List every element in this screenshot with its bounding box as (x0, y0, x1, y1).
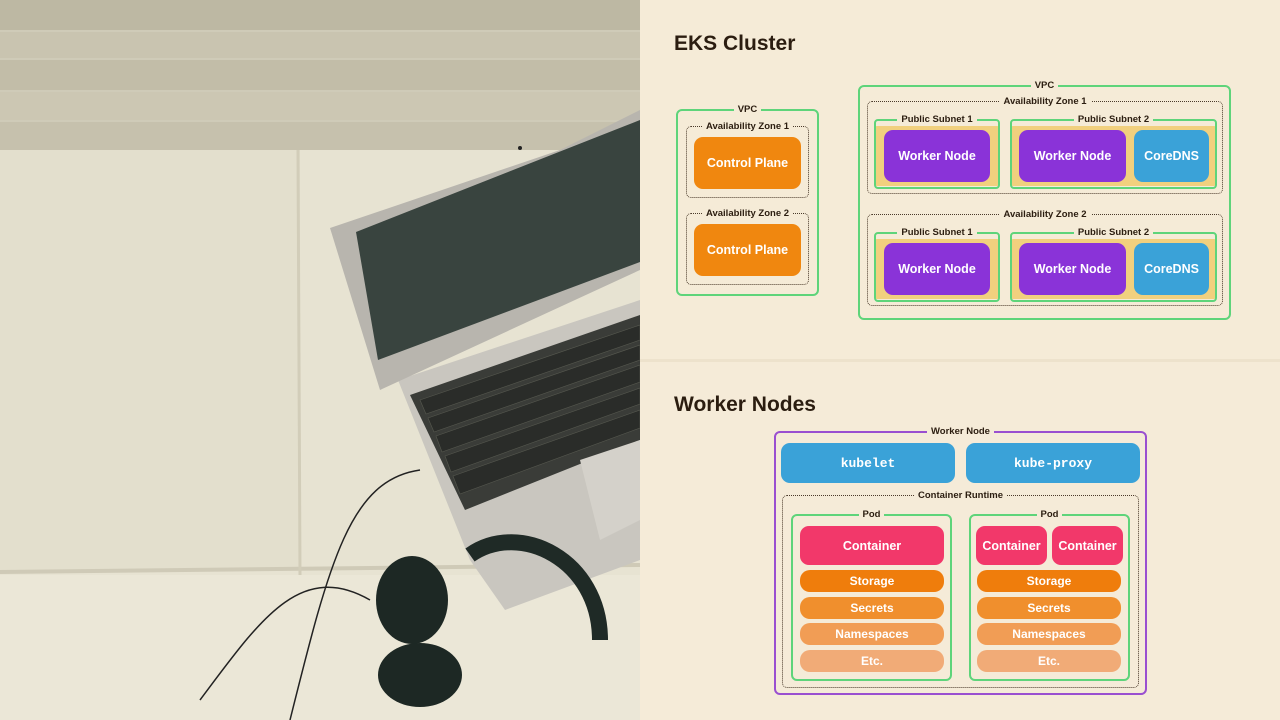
secrets-item: Secrets (800, 597, 944, 619)
etc-item: Etc. (800, 650, 944, 672)
namespaces-item: Namespaces (800, 623, 944, 645)
data-az2: Availability Zone 2 (867, 209, 1223, 306)
subnet-label: Public Subnet 2 (1073, 114, 1154, 125)
eks-cluster-title: EKS Cluster (674, 32, 796, 55)
container-box: Container (976, 526, 1047, 565)
coredns-node: CoreDNS (1134, 130, 1209, 182)
container-box: Container (1052, 526, 1123, 565)
subnet-label: Public Subnet 2 (1073, 227, 1154, 238)
worker-node-box: Worker Node (774, 426, 1147, 695)
data-az1-subnet1: Public Subnet 1 (874, 114, 1000, 189)
pod-box: Pod (969, 509, 1130, 681)
control-plane-node: Control Plane (694, 224, 801, 276)
control-vpc: VPC (676, 104, 819, 296)
worker-nodes-panel (640, 362, 1280, 720)
container-runtime-box: Container Runtime (782, 490, 1139, 688)
subnet-label: Public Subnet 1 (897, 114, 977, 125)
namespaces-item: Namespaces (977, 623, 1121, 645)
data-vpc: VPC (858, 80, 1231, 320)
laptop-headphones-photo (0, 0, 640, 720)
data-az2-subnet2: Public Subnet 2 (1010, 227, 1217, 302)
storage-item: Storage (800, 570, 944, 592)
etc-item: Etc. (977, 650, 1121, 672)
container-runtime-label: Container Runtime (914, 490, 1007, 501)
kubelet-box: kubelet (781, 443, 955, 483)
control-az2: Availability Zone 2 (686, 208, 809, 285)
coredns-node: CoreDNS (1134, 243, 1209, 295)
worker-node: Worker Node (1019, 130, 1126, 182)
control-plane-node: Control Plane (694, 137, 801, 189)
control-az1: Availability Zone 1 (686, 121, 809, 198)
data-az2-subnet1: Public Subnet 1 (874, 227, 1000, 302)
data-az2-label: Availability Zone 2 (999, 209, 1091, 220)
worker-nodes-title: Worker Nodes (674, 393, 816, 416)
data-az1-label: Availability Zone 1 (999, 96, 1091, 107)
pod-box: Pod (791, 509, 952, 681)
subnet-label: Public Subnet 1 (897, 227, 977, 238)
control-vpc-label: VPC (733, 104, 762, 115)
worker-node: Worker Node (884, 130, 990, 182)
container-box: Container (800, 526, 944, 565)
panel-separator (640, 359, 1280, 362)
kube-proxy-box: kube-proxy (966, 443, 1140, 483)
pod-label: Pod (1036, 509, 1063, 520)
secrets-item: Secrets (977, 597, 1121, 619)
worker-node: Worker Node (884, 243, 990, 295)
data-az1: Availability Zone 1 (867, 96, 1223, 194)
pod-label: Pod (858, 509, 885, 520)
control-az1-label: Availability Zone 1 (701, 121, 794, 132)
data-az1-subnet2: Public Subnet 2 (1010, 114, 1217, 189)
data-vpc-label: VPC (1030, 80, 1059, 91)
worker-node: Worker Node (1019, 243, 1126, 295)
storage-item: Storage (977, 570, 1121, 592)
control-az2-label: Availability Zone 2 (701, 208, 794, 219)
worker-node-label: Worker Node (927, 426, 994, 437)
